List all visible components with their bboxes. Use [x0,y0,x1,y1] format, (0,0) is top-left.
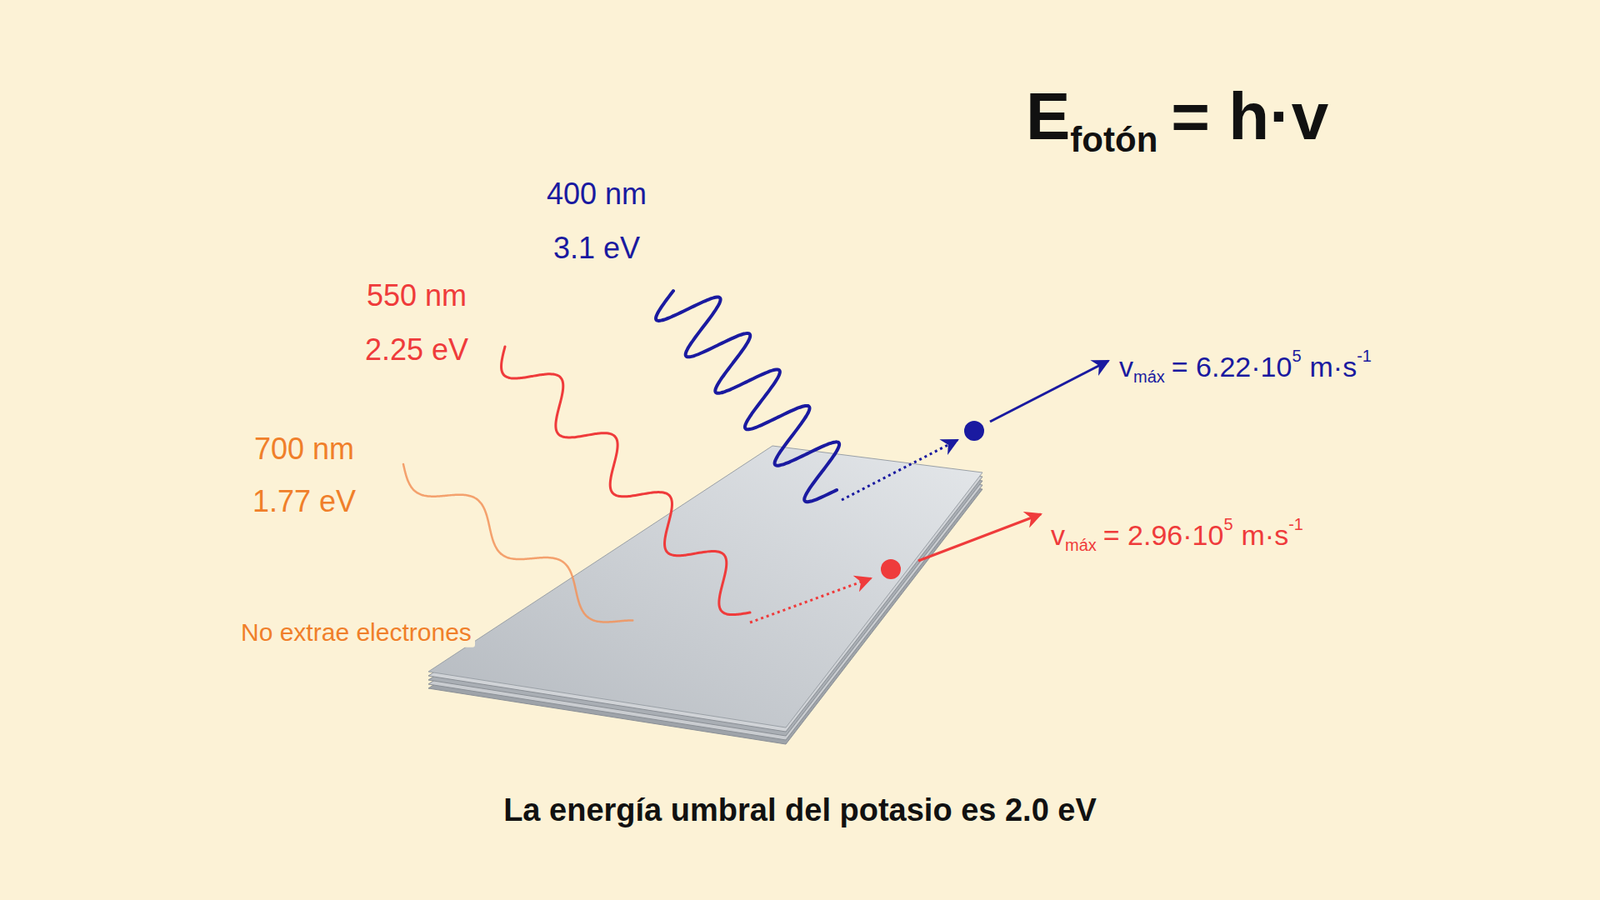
velocity-value: = 2.96·10 [1103,519,1225,551]
note-label: No extrae electrones [240,618,472,646]
energy-label: 3.1 eV [553,230,640,265]
velocity-symbol: v [1119,350,1134,383]
exponent: 5 [1291,346,1301,365]
velocity-subscript: máx [1133,367,1165,386]
wavelength-400: 400 nm [546,176,647,211]
wave-700nm [403,464,633,622]
velocity-arrow [918,514,1041,561]
velocity-blue: vmáx= 6.22·105m·s-1 [1119,350,1372,384]
exponent: 5 [1223,515,1233,534]
energy-400: 3.1 eV [553,230,640,265]
velocity-subscript: máx [1065,535,1097,555]
wavelength-550: 550 nm [366,278,467,313]
formula: Efotón= h·v [1025,78,1329,155]
electron-dot [964,420,985,441]
formula-expression: = h·v [1170,79,1329,154]
light-waves [403,290,840,622]
dotted-arrow [841,440,958,500]
exponent: -1 [1356,346,1372,365]
wavelength-label: 550 nm [366,278,467,313]
wave-400nm [655,290,840,502]
velocity-value: = 6.22·10 [1171,350,1293,383]
energy-700: 1.77 eV [252,484,356,519]
velocity-unit: m·s [1310,350,1358,383]
energy-550: 2.25 eV [365,332,469,367]
velocity-red: vmáx= 2.96·105m·s-1 [1050,519,1304,552]
velocity-symbol: v [1050,519,1065,551]
wavelength-label: 700 nm [254,431,355,466]
electron-dot [880,559,901,580]
dotted-arrow [750,578,871,623]
formula-symbol: E [1025,79,1070,154]
caption-box: La energía umbral del potasio es 2.0 eV [503,792,1097,830]
plate-top [428,445,983,728]
no-emission-note: No extrae electrones [237,618,475,648]
energy-label: 1.77 eV [252,484,356,519]
velocity-arrow [990,360,1109,422]
velocity-unit: m·s [1241,519,1290,551]
potassium-plate [428,445,983,745]
wavelength-700: 700 nm [254,431,355,466]
electrons [750,360,1109,623]
exponent: -1 [1288,515,1304,534]
caption: La energía umbral del potasio es 2.0 eV [503,792,1097,828]
energy-label: 2.25 eV [365,332,469,367]
wave-550nm [501,346,750,615]
wavelength-label: 400 nm [546,176,647,211]
formula-subscript: fotón [1070,120,1158,160]
